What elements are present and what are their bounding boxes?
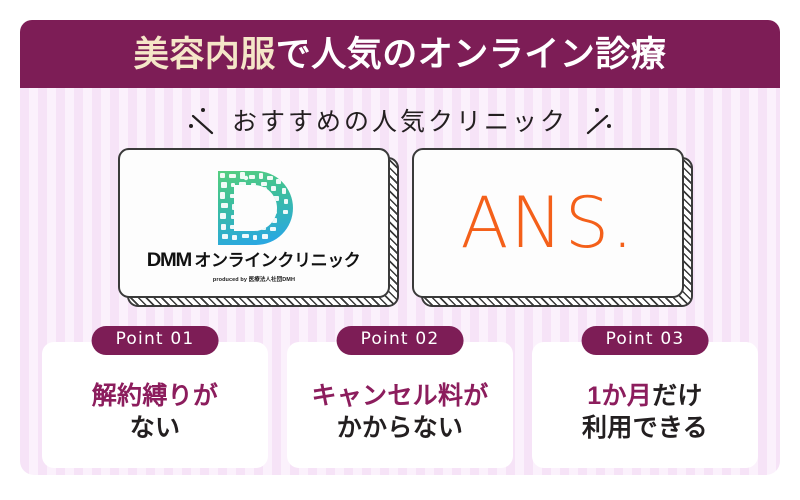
- point-line-1: キャンセル料が: [311, 380, 488, 412]
- point-card-body: 1か月だけ 利用できる: [532, 342, 758, 468]
- subtitle-row: おすすめの人気クリニック: [0, 98, 800, 142]
- dmm-producer-note: produced by 医療法人社団DMH: [212, 277, 296, 283]
- card-face: DMM オンラインクリニック produced by 医療法人社団DMH: [118, 148, 390, 298]
- point-line-2: かからない: [337, 412, 464, 444]
- clinic-cards-row: DMM オンラインクリニック produced by 医療法人社団DMH ANS…: [0, 148, 800, 310]
- sparkle-right-icon: [586, 108, 611, 135]
- header-banner: 美容内服で人気のオンライン診療: [20, 20, 780, 88]
- point-card-body: キャンセル料が かからない: [287, 342, 513, 468]
- page-title-highlight: 美容内服: [133, 34, 276, 74]
- ans-wordmark: ANS.: [460, 182, 636, 264]
- card-face: ANS.: [412, 148, 684, 298]
- point-line-1-plain: だけ: [652, 382, 703, 410]
- point-line-1-highlight: キャンセル料が: [311, 382, 489, 410]
- dmm-wordmark-row: DMM オンラインクリニック: [146, 250, 361, 271]
- dmm-jp-wordmark: オンラインクリニック: [194, 251, 361, 270]
- point-badge-2: Point 02: [336, 326, 464, 355]
- dmm-logo-group: DMM オンラインクリニック produced by 医療法人社団DMH: [146, 163, 361, 283]
- dmm-mosaic-d-icon: [218, 171, 293, 245]
- clinic-card-dmm[interactable]: DMM オンラインクリニック produced by 医療法人社団DMH: [118, 148, 399, 307]
- point-card-3: 1か月だけ 利用できる Point 03: [532, 326, 758, 472]
- point-badge-3: Point 03: [581, 326, 709, 355]
- page-title-rest: で人気のオンライン診療: [275, 34, 667, 74]
- point-line-2-plain: ない: [129, 414, 181, 442]
- point-cards-row: 解約縛りが ない Point 01 キャンセル料が かからない Point 02: [0, 326, 800, 476]
- point-line-2-plain: かからない: [336, 414, 464, 442]
- point-card-1: 解約縛りが ない Point 01: [42, 326, 268, 472]
- point-card-2: キャンセル料が かからない Point 02: [287, 326, 513, 472]
- point-line-2: ない: [130, 412, 181, 444]
- point-line-2-plain: 利用できる: [581, 414, 708, 442]
- clinic-card-ans[interactable]: ANS.: [412, 148, 693, 307]
- point-card-body: 解約縛りが ない: [42, 342, 268, 468]
- sparkle-left-icon: [188, 108, 214, 135]
- point-badge-1: Point 01: [91, 326, 219, 355]
- point-line-1: 1か月だけ: [587, 380, 702, 412]
- dmm-latin-wordmark: DMM: [146, 250, 192, 271]
- point-line-1-highlight: 解約縛りが: [91, 382, 219, 410]
- subtitle-text: おすすめの人気クリニック: [231, 107, 568, 136]
- point-line-2: 利用できる: [582, 412, 708, 444]
- point-line-1: 解約縛りが: [92, 380, 219, 412]
- page-title: 美容内服で人気のオンライン診療: [134, 37, 667, 72]
- point-line-1-highlight: 1か月: [587, 382, 653, 410]
